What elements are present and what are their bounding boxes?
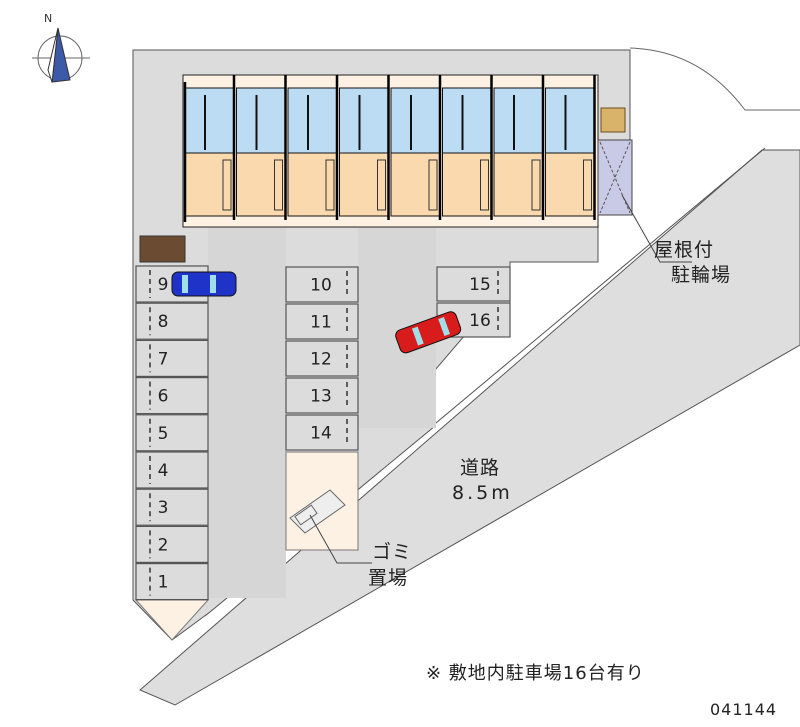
parking-stall: 7	[135, 339, 209, 377]
neighbor-boundary	[629, 47, 800, 111]
property-code: 041144	[710, 700, 778, 719]
apartment-unit	[545, 75, 596, 220]
apartment-building	[182, 74, 599, 228]
garbage-label-2: 置場	[368, 567, 409, 589]
meter-box	[600, 107, 626, 133]
apartment-unit	[339, 75, 390, 220]
apartment-unit	[390, 75, 442, 220]
stall-number: 14	[310, 424, 332, 444]
stall-number: 16	[469, 311, 491, 331]
red-car	[395, 311, 462, 354]
stall-number: 15	[469, 275, 491, 295]
apartment-unit	[493, 75, 545, 220]
road	[139, 149, 800, 706]
parking-stall: 11	[285, 303, 359, 340]
storage-hatched	[139, 235, 186, 263]
bike-shelter-label-2: 駐輪場	[671, 264, 732, 286]
blue-car	[171, 271, 237, 297]
stall-number: 6	[158, 387, 169, 407]
apartment-unit	[236, 75, 287, 220]
parking-stall: 1	[135, 562, 209, 601]
parking-stall: 10	[285, 266, 359, 303]
garbage-bin	[294, 504, 318, 526]
compass-icon: N	[32, 12, 90, 83]
parking-stall: 14	[285, 414, 359, 451]
stall-number: 2	[158, 535, 169, 555]
parking-stall: 3	[135, 488, 209, 526]
stall-number: 7	[158, 349, 169, 369]
footnote: ※ 敷地内駐車場16台有り	[426, 663, 645, 684]
road-width: 8.5m	[452, 482, 513, 504]
bike-shelter-leader	[621, 194, 692, 263]
stall-number: 12	[310, 350, 332, 370]
garbage-label-1: ゴミ	[372, 541, 413, 563]
stall-number: 1	[158, 573, 169, 593]
compass-north: N	[44, 12, 52, 25]
parking-stalls: 9 8 7 6 5 4 3 2 1 10 11 12 13 14 15 16	[135, 265, 511, 601]
stall-number: 4	[158, 461, 169, 481]
parking-stall: 15	[436, 266, 511, 302]
road-name: 道路	[460, 457, 501, 479]
parking-stall: 2	[135, 525, 209, 564]
stall-number: 8	[158, 312, 169, 332]
stall-number: 9	[158, 275, 169, 295]
parking-stall: 4	[135, 451, 209, 489]
parking-stall: 8	[135, 302, 209, 340]
stall-number: 3	[158, 498, 169, 518]
bike-shelter-label-1: 屋根付	[654, 239, 715, 261]
stall-number: 11	[310, 313, 332, 333]
apartment-unit	[184, 75, 236, 220]
stall-number: 10	[310, 276, 332, 296]
parking-stall: 6	[135, 377, 209, 415]
stall-number: 5	[158, 424, 169, 444]
garbage-leader	[309, 514, 372, 564]
apartment-unit	[287, 75, 339, 220]
parking-stall: 5	[135, 414, 209, 452]
parking-stall: 13	[285, 377, 359, 414]
apartment-unit	[442, 75, 493, 220]
parking-stall: 12	[285, 340, 359, 377]
stall-number: 13	[310, 387, 332, 407]
